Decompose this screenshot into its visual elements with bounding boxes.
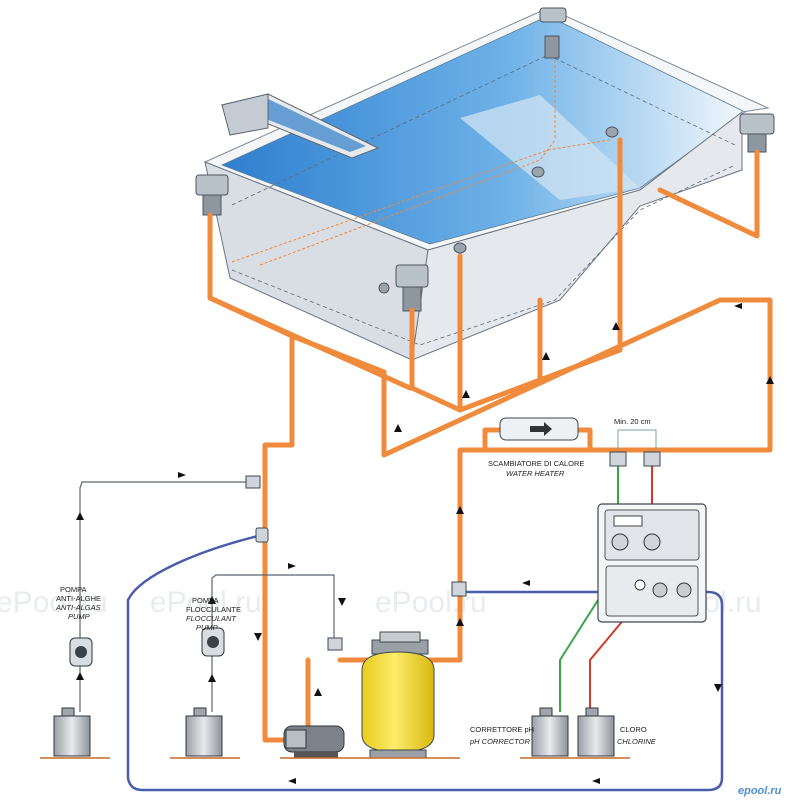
skimmer-units [195,7,775,312]
arrow [76,672,84,680]
skimmer-right [739,113,775,153]
arrow [338,598,346,606]
watermark-2: ePool.ru [150,586,262,619]
floc-pump-label-en-2: PUMP [196,623,218,632]
chemical-canisters [53,707,615,757]
heater-label-it: SCAMBIATORE DI CALORE [488,459,584,468]
arrow [178,472,186,478]
algae-pump-label-it-2: ANTI-ALGHE [56,594,101,603]
arrow [462,390,470,398]
canister-flocculant [185,707,223,757]
arrow [208,596,216,604]
arrow [456,618,464,626]
chlorine-label-en: CHLORINE [617,737,657,746]
return-loop [126,533,724,792]
valve-return [451,581,467,597]
skimmer-left [195,174,229,216]
min-distance-label: Min. 20 cm [614,417,651,426]
floc-pump-label-it-1: POMPA [192,596,219,605]
floor-drain [378,282,390,294]
flow-arrows [76,303,774,784]
ph-label-it: CORRETTORE pH [470,725,534,734]
heater-label-en: WATER HEATER [506,469,565,478]
watermark-1: ePool.ru [0,586,108,619]
arrow [766,376,774,384]
arrow [76,512,84,520]
algae-pump-label-it-1: POMPA [60,585,87,594]
arrow [612,322,620,330]
arrow [394,424,402,432]
arrow [288,563,296,569]
arrow [254,633,262,641]
anti-algae-pump [69,637,93,667]
valve-loop [255,527,269,543]
skimmer-top [539,7,567,59]
arrow [456,506,464,514]
arrow [288,778,296,784]
arrow [592,778,600,784]
inlet-2 [531,166,545,178]
probe-valve-cl [643,451,661,467]
arrow [208,674,216,682]
floc-pump-label-it-2: FLOCCULANTE [186,605,241,614]
arrow [714,684,722,692]
floc-pump-label-en-1: FLOCCULANT [186,614,237,623]
arrow [542,352,550,360]
pool-skimmer-board [220,93,380,159]
site-logo: epool.ru [738,785,782,797]
arrow [314,688,322,696]
water-heater: SCAMBIATORE DI CALORE WATER HEATER [488,417,584,478]
chlorine-label-it: CLORO [620,725,647,734]
circulation-pump [283,725,345,758]
algae-pump-label-en-2: PUMP [68,612,90,621]
control-panel [597,503,707,623]
arrow [734,303,742,309]
sand-filter [361,631,435,759]
ph-label-en: pH CORRECTOR [469,737,530,746]
arrow [522,580,530,586]
valve-floc [327,637,343,651]
skimmer-front [395,264,429,312]
flocculant-pump [201,627,225,657]
algae-pump-label-en-1: ANTI-ALGAS [55,603,101,612]
canister-chlorine [577,707,615,757]
canister-ph [531,707,569,757]
dosing-pump-lines [79,481,335,712]
valve-algae [245,475,261,489]
inlet-3 [605,126,619,138]
equipment-labels: POMPA ANTI-ALGHE ANTI-ALGAS PUMP POMPA F… [55,585,657,746]
valves [245,451,661,651]
swimming-pool [203,7,770,361]
inlet-1 [453,242,467,254]
pipework [207,137,773,743]
probe-valve-ph [609,451,627,467]
canister-anti-algae [53,707,91,757]
